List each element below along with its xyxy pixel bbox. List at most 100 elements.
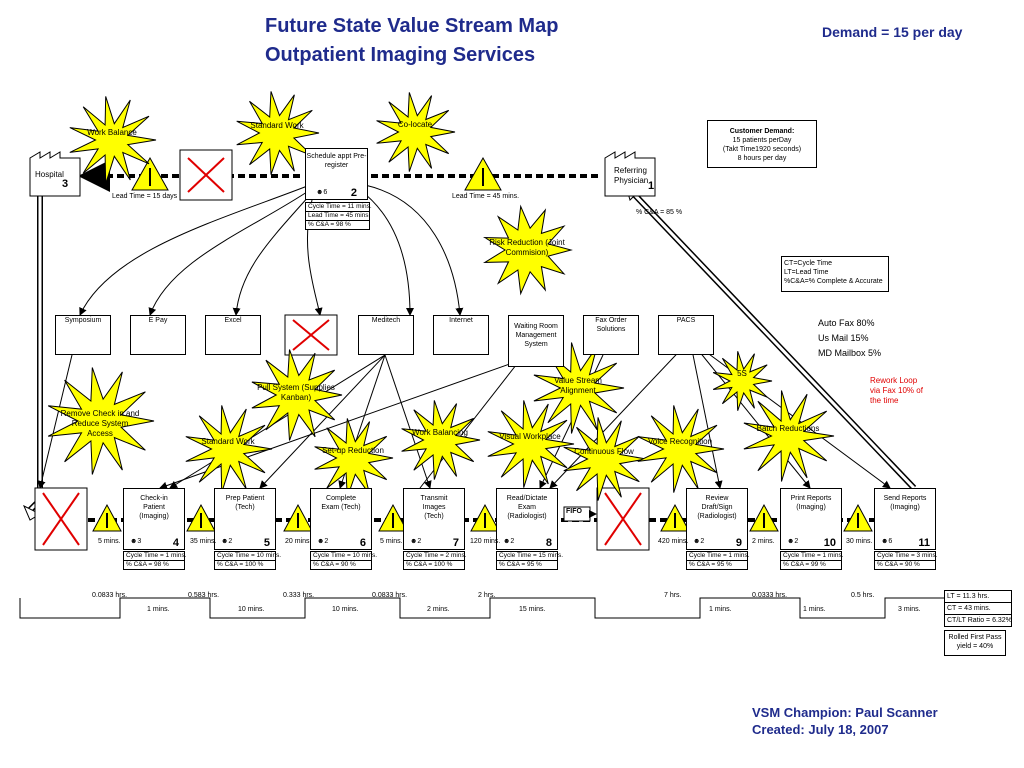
process-number: 6	[359, 537, 366, 549]
info-epay: E Pay	[130, 315, 186, 355]
hospital-factory-icon	[29, 151, 81, 197]
referring-factory-icon	[604, 151, 656, 197]
wait-time: 5 mins.	[98, 538, 121, 545]
kaizen-burst-label: Risk Reduction (Joint Commision)	[489, 238, 565, 257]
process-number: 4	[172, 537, 179, 549]
schedule-operators: ☻6	[316, 189, 328, 196]
timeline-ct: 2 mins.	[427, 606, 450, 613]
timeline-wait: 0.333 hrs.	[283, 592, 315, 599]
process-number: 11	[918, 537, 930, 549]
timeline-wait: 0.0833 hrs.	[92, 592, 128, 599]
process-number: 10	[823, 537, 836, 549]
lead-time-left: Lead Time = 15 days	[112, 193, 178, 200]
process-data-box: Cycle Time = 3 mins.% C&A = 90 %	[874, 551, 938, 570]
process-data-box: Cycle Time = 1 mins.% C&A = 99 %	[780, 551, 844, 570]
process-data-box: Cycle Time = 15 mins.% C&A = 95 %	[496, 551, 563, 570]
kaizen-burst	[563, 417, 647, 501]
process-operators: ☻2	[787, 538, 799, 545]
timeline-ct: 1 mins.	[709, 606, 732, 613]
timeline-wait: 7 hrs.	[664, 592, 682, 599]
kaizen-burst-label: Voice Recognition	[647, 437, 713, 446]
rolled-first-pass-box: Rolled First Pass yield = 40%	[944, 630, 1006, 656]
kaizen-burst	[487, 400, 575, 488]
process-name: Check-in Patient (Imaging)	[139, 495, 169, 520]
kaizen-bursts	[47, 91, 835, 501]
timeline-ct: 10 mins.	[238, 606, 265, 613]
timeline-ct: 15 mins.	[519, 606, 546, 613]
process-name: Prep Patient (Tech)	[225, 495, 265, 511]
process-data-box: Cycle Time = 2 mins.% C&A = 100 %	[403, 551, 467, 570]
process-box: Read/Dictate Exam (Radiologist) ☻2 8	[496, 488, 558, 550]
kaizen-burst-label: Visual Workplace	[499, 432, 561, 441]
kaizen-burst	[236, 91, 320, 175]
demand-label: Demand = 15 per day	[822, 24, 963, 40]
kaizen-burst-label: Work Balance	[87, 128, 137, 137]
kaizen-burst-label: 5S	[737, 369, 747, 378]
timeline-ct: 10 mins.	[332, 606, 359, 613]
lead-time-total: LT = 11.3 hrs.	[945, 591, 1011, 603]
fax-breakdown: Auto Fax 80% Us Mail 15% MD Mailbox 5%	[818, 318, 882, 358]
process-data-box: Cycle Time = 1 mins.% C&A = 98 %	[123, 551, 187, 570]
info-internet: Internet	[433, 315, 489, 355]
process-number: 9	[735, 537, 742, 549]
process-operators: ☻3	[130, 538, 142, 545]
kaizen-burst	[482, 204, 573, 296]
process-box: Print Reports (Imaging) ☻2 10	[780, 488, 842, 550]
process-name: Read/Dictate Exam (Radiologist)	[506, 495, 548, 520]
kaizen-burst-label: Set-up Reduction	[322, 446, 384, 455]
title-line-1: Future State Value Stream Map	[265, 15, 559, 37]
legend-box: CT=Cycle Time LT=Lead Time %C&A=% Comple…	[781, 256, 889, 292]
kaizen-burst-label: Remove Check in and Reduce System Access	[60, 409, 140, 438]
info-waiting-room: Waiting Room Management System	[508, 315, 564, 367]
timeline-wait: 0.0833 hrs.	[372, 592, 408, 599]
kaizen-burst	[314, 418, 394, 498]
hospital-label: Hospital	[35, 170, 64, 179]
kaizen-burst-label: Co-locate	[397, 120, 433, 129]
wait-time: 35 mins.	[190, 538, 217, 545]
wait-time: 20 mins.	[285, 538, 312, 545]
process-data-box: Cycle Time = 10 mins.% C&A = 100 %	[214, 551, 281, 570]
info-excel: Excel	[205, 315, 261, 355]
process-data-box: Cycle Time = 10 mins.% C&A = 90 %	[310, 551, 377, 570]
timeline-wait: 0.0333 hrs.	[752, 592, 788, 599]
wait-time: 30 mins.	[846, 538, 873, 545]
fifo-icon	[563, 506, 597, 522]
kaizen-burst	[47, 367, 155, 475]
process-operators: ☻6	[881, 538, 893, 545]
kaizen-burst	[743, 390, 835, 482]
wait-time: 420 mins.	[658, 538, 689, 545]
page-title: Future State Value Stream Map Outpatient…	[265, 12, 558, 70]
title-line-2: Outpatient Imaging Services	[265, 44, 536, 66]
info-fax-order: Fax Order Solutions	[583, 315, 639, 355]
timeline-ct: 3 mins.	[898, 606, 921, 613]
schedule-data-box: Cycle Time = 11 mins. Lead Time = 45 min…	[305, 202, 372, 230]
kaizen-burst-label: Standard Work	[201, 437, 255, 446]
process-number: 8	[545, 537, 552, 549]
process-operators: ☻2	[410, 538, 422, 545]
process-name: Print Reports (Imaging)	[790, 495, 832, 511]
hospital-number: 3	[62, 178, 69, 190]
process-operators: ☻2	[693, 538, 705, 545]
kaizen-burst	[376, 92, 456, 172]
process-operators: ☻2	[503, 538, 515, 545]
info-meditech: Meditech	[358, 315, 414, 355]
kaizen-burst	[69, 96, 157, 184]
wait-time: 120 mins.	[470, 538, 501, 545]
footer: VSM Champion: Paul Scanner Created: July…	[752, 704, 938, 738]
customer-demand-box: Customer Demand: 15 patients perDay (Tak…	[707, 120, 817, 168]
wait-time: 2 mins.	[752, 538, 775, 545]
wait-time: 5 mins.	[380, 538, 403, 545]
schedule-number: 2	[350, 187, 357, 199]
process-operators: ☻2	[317, 538, 329, 545]
referring-label: Referring Physician	[614, 166, 649, 185]
kaizen-burst-label: Standard Work	[250, 121, 304, 130]
timeline	[19, 597, 946, 619]
info-pacs: PACS	[658, 315, 714, 355]
kaizen-burst	[401, 400, 481, 480]
referring-number: 1	[648, 180, 655, 192]
schedule-label: Schedule appt Pre-register	[306, 153, 367, 169]
